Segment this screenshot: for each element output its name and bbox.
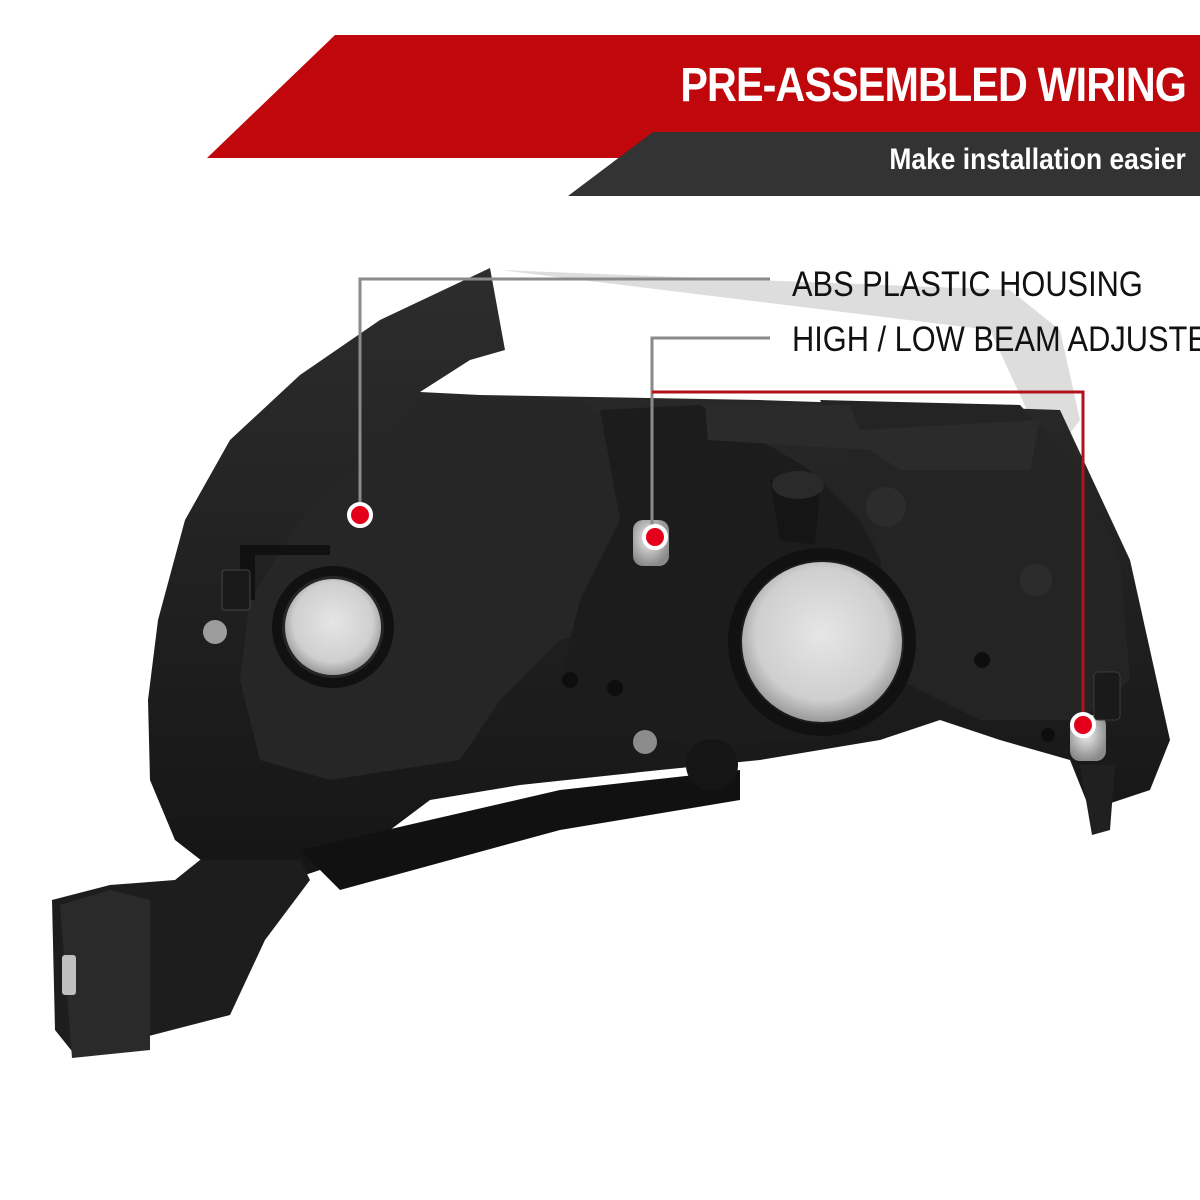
adjuster-right-leader-line (652, 390, 1085, 724)
marker-adjuster-right-icon (1070, 712, 1096, 738)
banner-red-band (207, 35, 1200, 158)
callout-lines (358, 277, 1085, 724)
banner-subline: Make installation easier (889, 143, 1186, 176)
banner-headline: PRE-ASSEMBLED WIRING (680, 59, 1187, 112)
marker-housing-icon (347, 502, 373, 528)
left-bulb-cap (285, 579, 381, 675)
callout-label-housing: ABS PLASTIC HOUSING (792, 265, 1143, 304)
callout-markers (347, 502, 1096, 738)
banner-dark-band (568, 132, 1200, 196)
marker-adjuster-center-icon (642, 524, 668, 550)
headlight-housing (52, 268, 1170, 1058)
right-bulb-cap (742, 562, 902, 722)
callout-label-adjusters: HIGH / LOW BEAM ADJUSTERS (792, 320, 1200, 359)
adjuster-leader-line (650, 336, 770, 537)
housing-leader-line (358, 277, 770, 512)
